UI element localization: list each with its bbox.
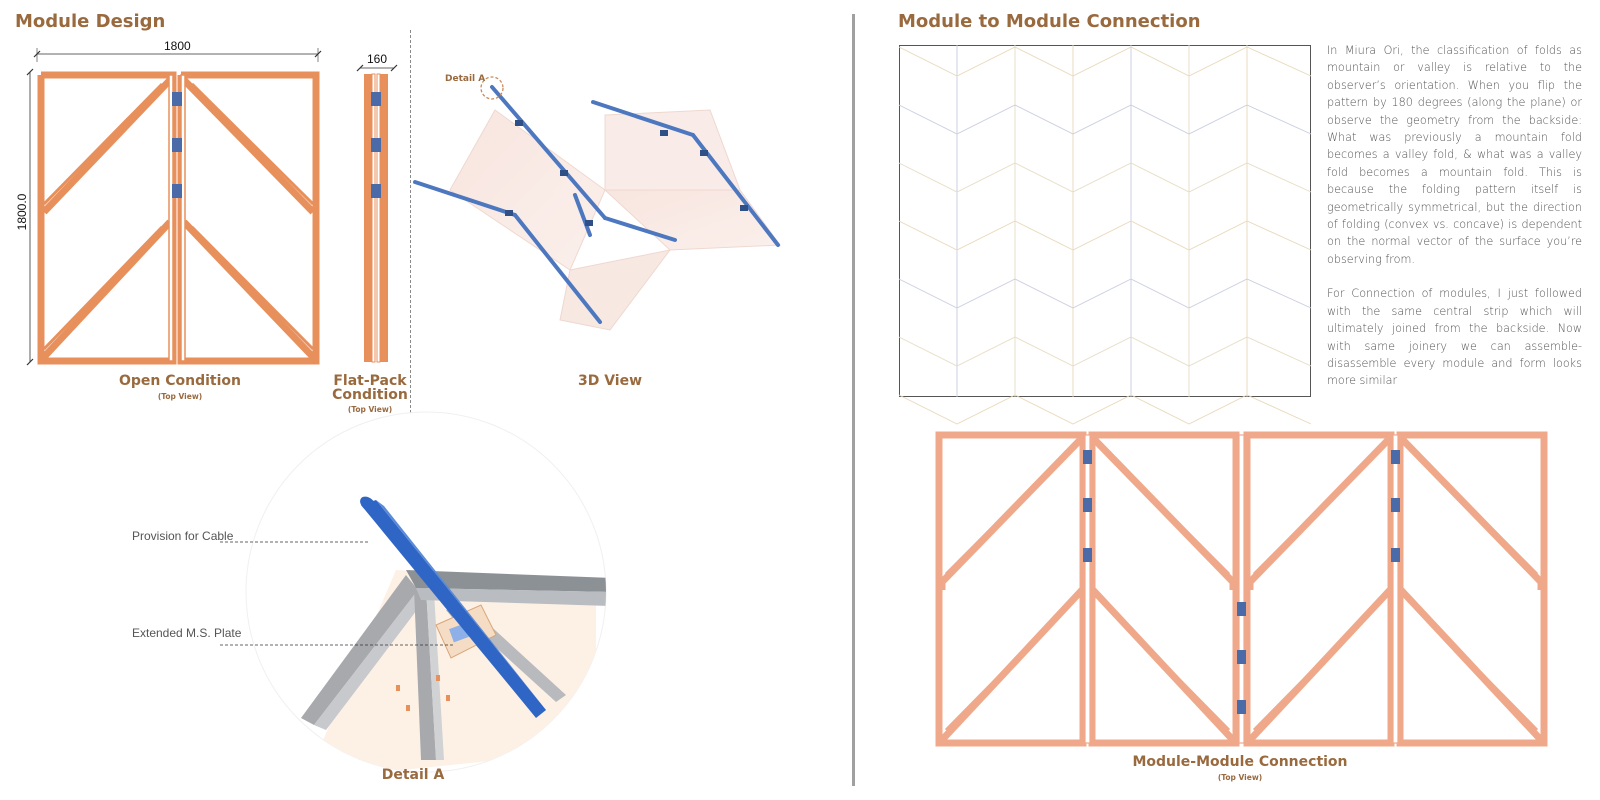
detail-a-leader-lines: [220, 541, 455, 646]
width-dimension-label: 1800: [164, 39, 191, 53]
extended-plate-note: Extended M.S. Plate: [132, 626, 242, 640]
detail-a-illustration: [245, 411, 607, 773]
3d-view-caption: 3D View: [577, 373, 643, 389]
3d-view-illustration: [413, 76, 781, 331]
cable-provision-note: Provision for Cable: [132, 529, 234, 543]
flatpack-caption-line1: Flat-Pack: [333, 373, 407, 389]
flatpack-dimension-label: 160: [367, 52, 388, 66]
flatpack-dimension-line: [356, 64, 398, 72]
module-connection-frames: [935, 431, 1548, 747]
dashed-separator: [410, 30, 411, 413]
detail-a-marker: Detail A: [445, 74, 486, 84]
description-paragraph-2: For Connection of modules, I just follow…: [1327, 287, 1582, 388]
connection-caption: Module-Module Connection: [1132, 754, 1348, 770]
section-divider: [852, 14, 855, 786]
description-paragraph-1: In Miura Ori, the classification of fold…: [1327, 44, 1582, 266]
flatpack-subcaption: (Top View): [347, 405, 393, 414]
connection-subcaption: (Top View): [1217, 773, 1263, 782]
open-condition-caption: Open Condition: [118, 373, 241, 389]
flatpack-caption-line2: Condition: [332, 387, 408, 403]
module-design-title: Module Design: [15, 11, 166, 32]
open-condition-frame: [37, 71, 320, 365]
description-text: In Miura Ori, the classification of fold…: [1327, 42, 1582, 407]
detail-a-caption: Detail A: [381, 767, 445, 783]
open-condition-subcaption: (Top View): [157, 392, 203, 401]
width-dimension-line: [26, 48, 322, 366]
flatpack-frame: [364, 73, 388, 363]
miura-ori-pattern: [898, 45, 1312, 425]
module-connection-title: Module to Module Connection: [898, 11, 1201, 32]
